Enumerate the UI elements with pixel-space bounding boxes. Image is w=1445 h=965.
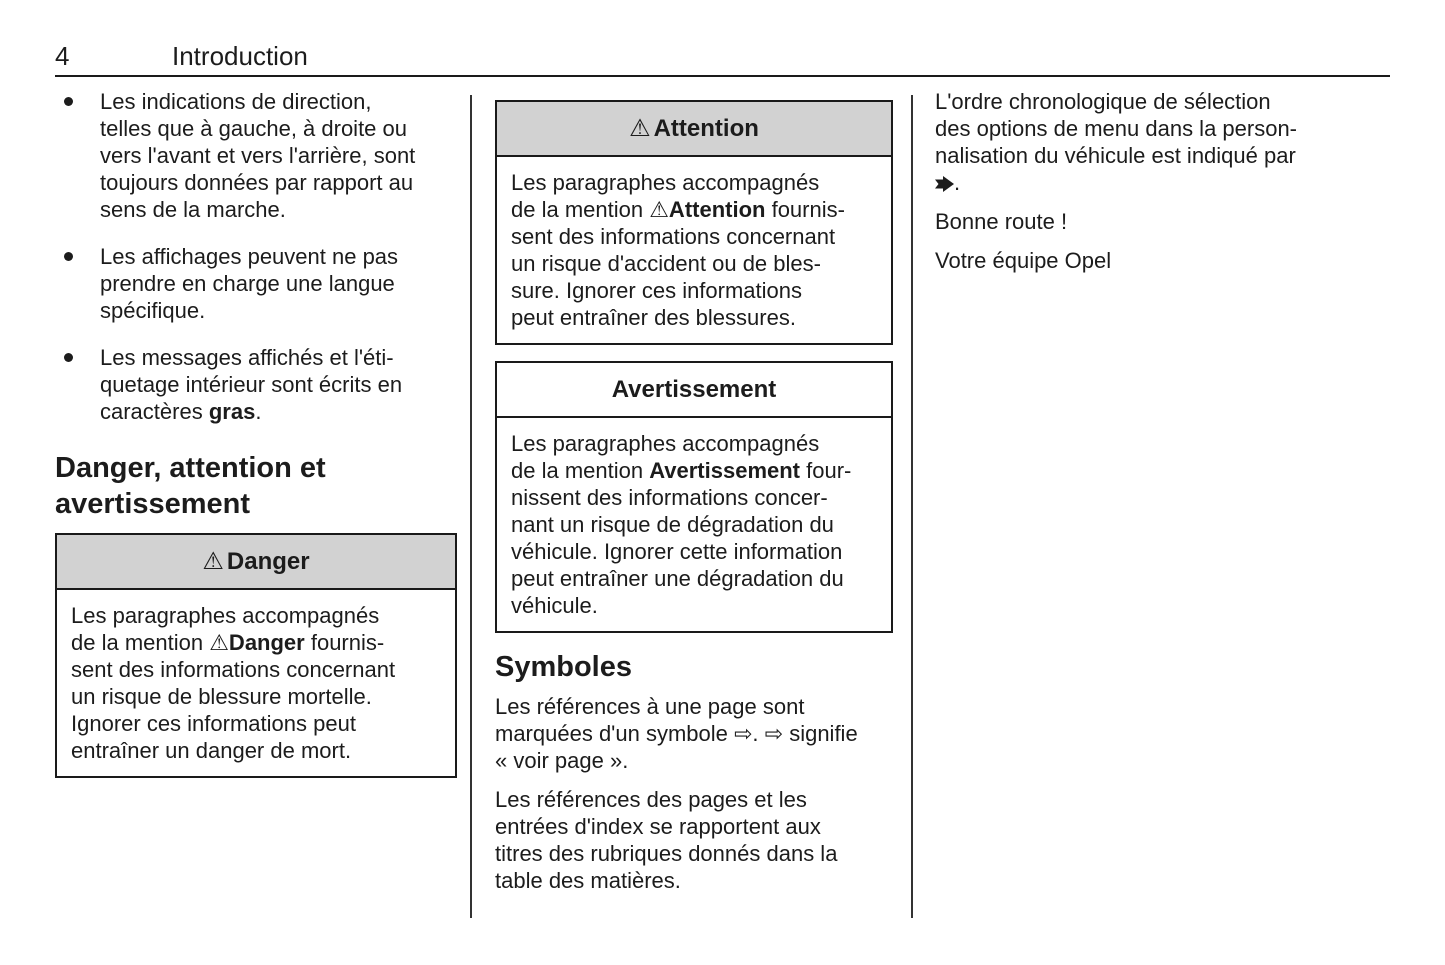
symbols-paragraph-1: Les références à une page sont marquées … bbox=[495, 694, 858, 773]
menu-order-text: L'ordre chronologique de sélection des o… bbox=[935, 89, 1298, 168]
header-rule bbox=[55, 75, 1390, 77]
column-separator-left bbox=[470, 95, 472, 918]
bullet-icon bbox=[64, 97, 73, 106]
list-item-text-before: Les messages affichés et l'éti- quetage … bbox=[100, 345, 403, 424]
menu-order-paragraph: L'ordre chronologique de sélection des o… bbox=[935, 88, 1400, 196]
bonne-route-text: Bonne route ! bbox=[935, 209, 1068, 234]
menu-order-suffix: . bbox=[954, 170, 961, 195]
column-3: L'ordre chronologique de sélection des o… bbox=[935, 88, 1400, 286]
list-item: Les affichages peuvent ne pas prendre en… bbox=[55, 243, 457, 324]
danger-box-header: ⚠Danger bbox=[57, 535, 455, 590]
avertissement-box: Avertissement Les paragraphes accompagné… bbox=[495, 361, 893, 633]
column-2: ⚠Attention Les paragraphes accompagnés d… bbox=[495, 100, 893, 906]
list-item-text: Les messages affichés et l'éti- quetage … bbox=[100, 345, 402, 424]
list-item-text-after: . bbox=[255, 399, 262, 424]
list-item: Les messages affichés et l'éti- quetage … bbox=[55, 344, 457, 425]
section-heading-danger-attention: Danger, attention et avertissement bbox=[55, 452, 326, 520]
danger-box-title: Danger bbox=[226, 548, 310, 575]
warning-triangle-icon: ⚠ bbox=[202, 548, 224, 575]
attention-box-header: ⚠Attention bbox=[497, 102, 891, 157]
avertissement-box-header: Avertissement bbox=[497, 363, 891, 418]
list-item-text: Les indications de direction, telles que… bbox=[100, 89, 416, 222]
bullet-list: Les indications de direction, telles que… bbox=[55, 88, 457, 425]
danger-box: ⚠Danger Les paragraphes accompagnés de l… bbox=[55, 533, 457, 778]
opel-team-text: Votre équipe Opel bbox=[935, 248, 1112, 273]
avertissement-box-title: Avertissement bbox=[611, 376, 777, 403]
column-1: Les indications de direction, telles que… bbox=[55, 88, 457, 794]
attention-box-title: Attention bbox=[653, 115, 759, 142]
danger-mention-bold: ⚠Danger bbox=[209, 630, 305, 655]
bullet-icon bbox=[64, 252, 73, 261]
attention-mention-bold: ⚠Attention bbox=[649, 197, 766, 222]
attention-body-before: Les paragraphes accompagnés de la mentio… bbox=[511, 170, 820, 222]
danger-box-body: Les paragraphes accompagnés de la mentio… bbox=[57, 590, 455, 776]
page-header: 4 Introduction bbox=[55, 40, 308, 72]
avertissement-box-body: Les paragraphes accompagnés de la mentio… bbox=[497, 418, 891, 631]
attention-box: ⚠Attention Les paragraphes accompagnés d… bbox=[495, 100, 893, 345]
bullet-icon bbox=[64, 353, 73, 362]
avertissement-body-after: four- nissent des informations concer- n… bbox=[511, 458, 852, 618]
bold-word: gras bbox=[208, 399, 256, 424]
menu-sequence-arrow-icon bbox=[935, 170, 954, 195]
column-separator-right bbox=[911, 95, 913, 918]
symbols-paragraph-2: Les références des pages et les entrées … bbox=[495, 787, 838, 893]
list-item: Les indications de direction, telles que… bbox=[55, 88, 457, 223]
danger-body-after: fournis- sent des informations concernan… bbox=[71, 630, 396, 763]
section-heading-symbols: Symboles bbox=[495, 651, 632, 683]
avertissement-body-before: Les paragraphes accompagnés de la mentio… bbox=[511, 431, 820, 483]
avertissement-mention-bold: Avertissement bbox=[649, 458, 801, 483]
list-item-text: Les affichages peuvent ne pas prendre en… bbox=[100, 244, 399, 323]
attention-body-after: fournis- sent des informations concernan… bbox=[511, 197, 845, 330]
warning-triangle-icon: ⚠ bbox=[629, 115, 651, 142]
page-number: 4 bbox=[55, 41, 70, 71]
danger-body-before: Les paragraphes accompagnés de la mentio… bbox=[71, 603, 380, 655]
page-title: Introduction bbox=[172, 41, 308, 71]
attention-box-body: Les paragraphes accompagnés de la mentio… bbox=[497, 157, 891, 343]
